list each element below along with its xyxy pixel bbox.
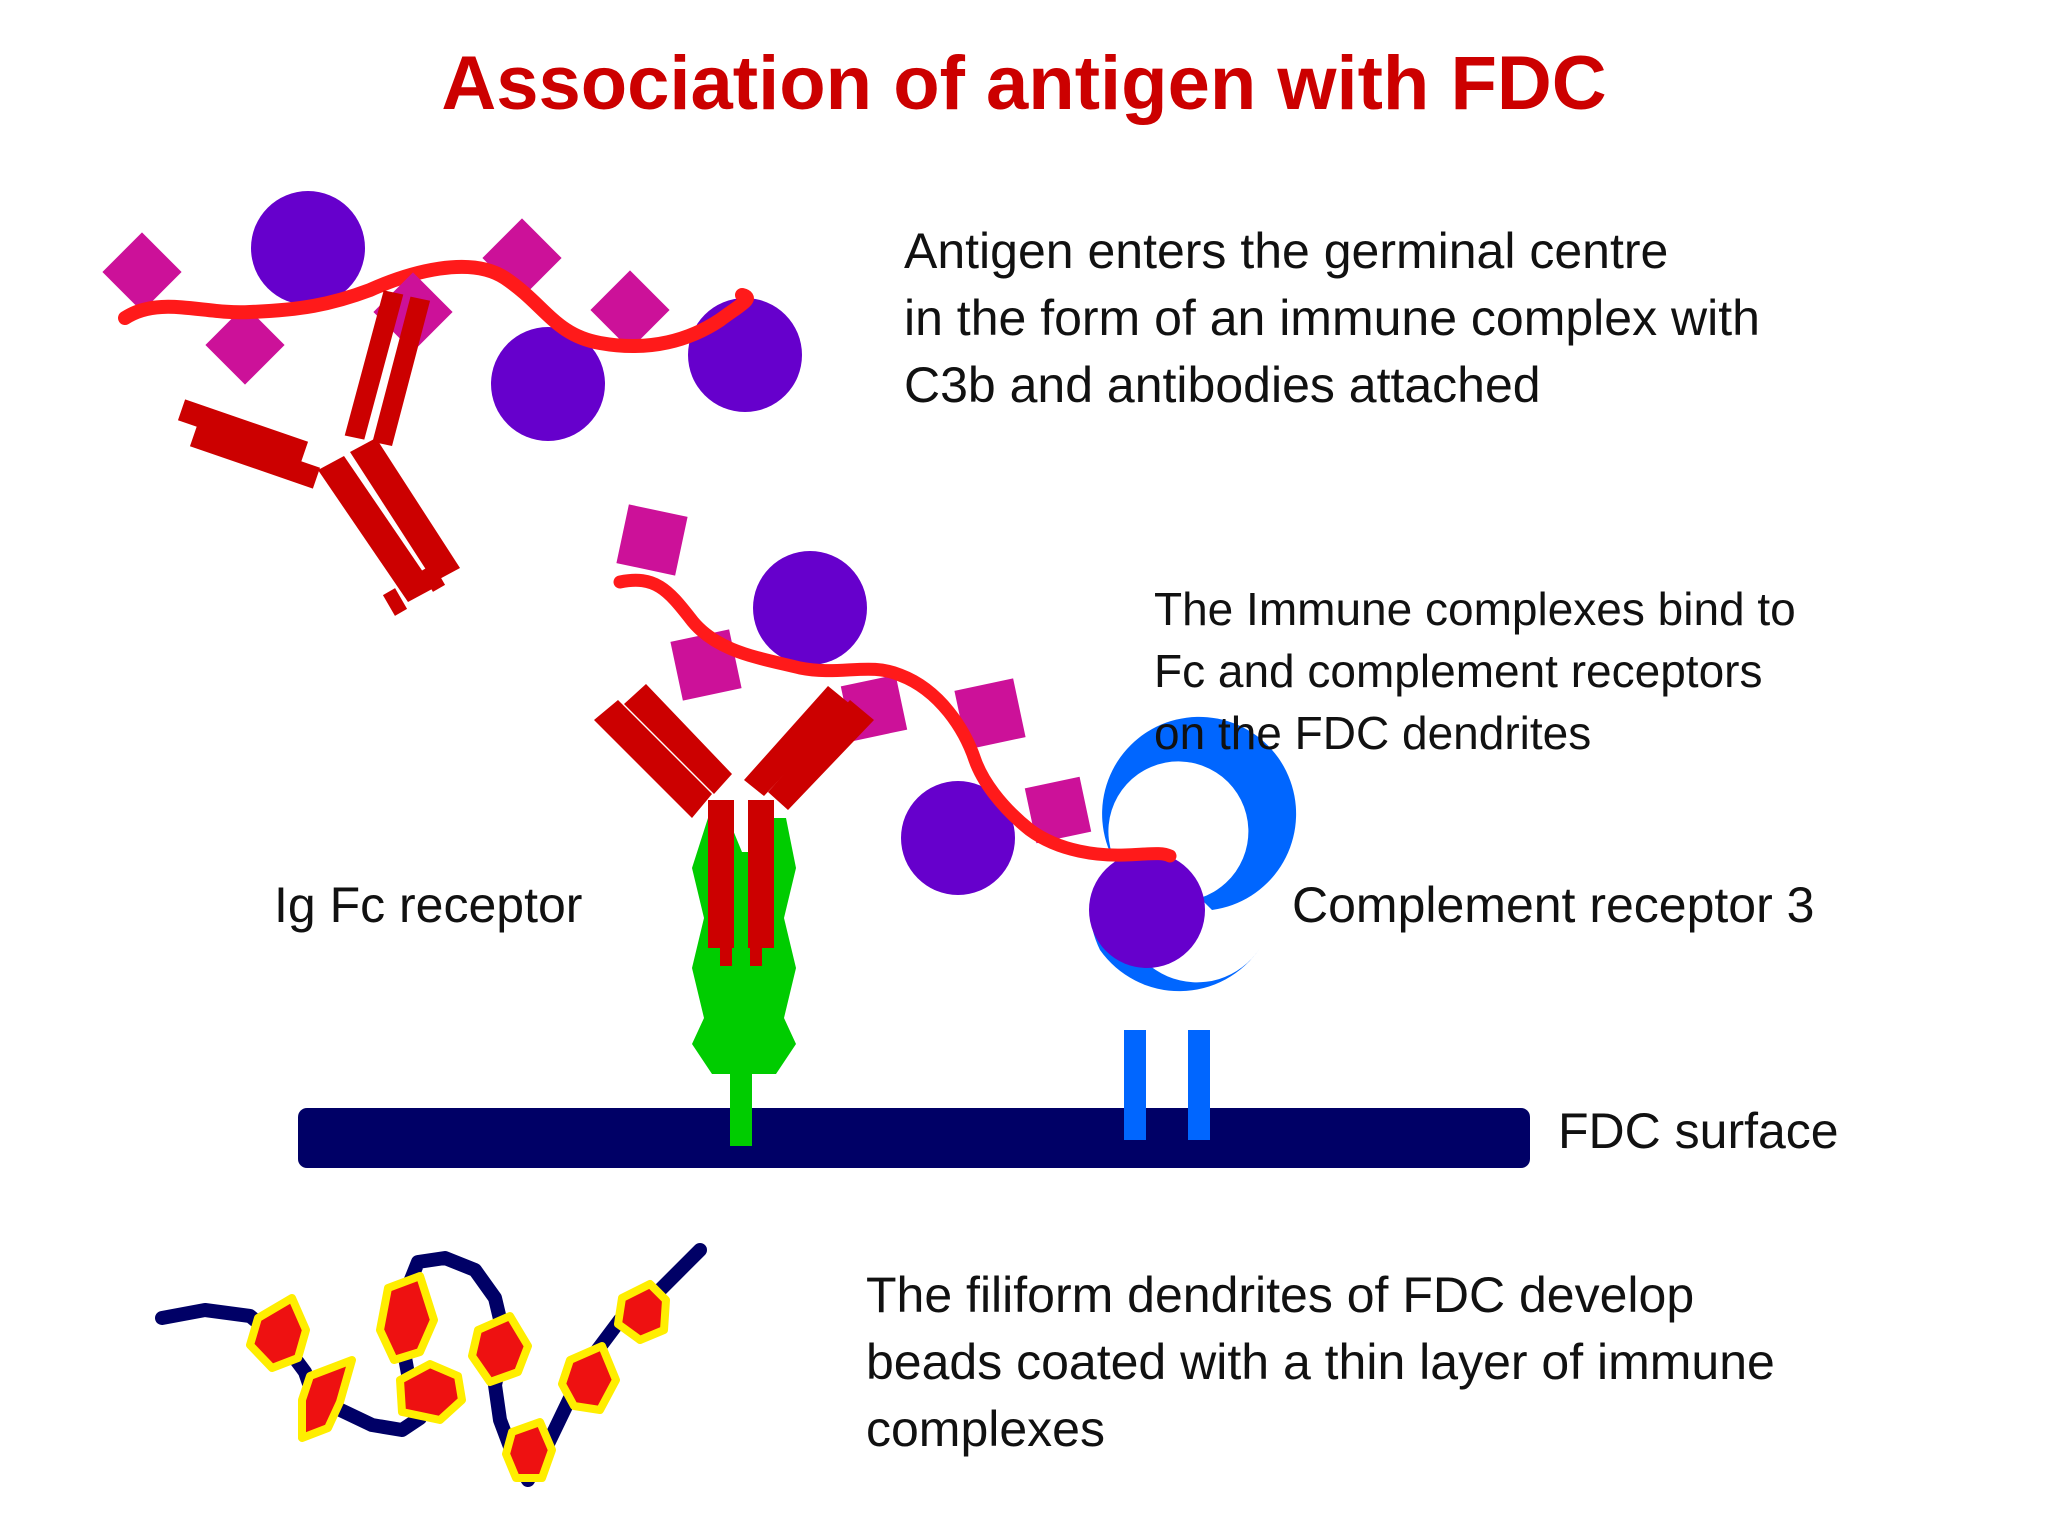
c3b-bound-to-cr3 <box>1089 852 1205 968</box>
ig-fc-receptor <box>692 818 796 1136</box>
caption-line: The filiform dendrites of FDC develop <box>866 1267 1695 1323</box>
caption-line: C3b and antibodies attached <box>904 357 1541 413</box>
free-immune-complex <box>102 191 802 616</box>
antibody-bound <box>594 684 874 966</box>
label-ig-fc-receptor: Ig Fc receptor <box>274 877 583 933</box>
epitope <box>205 305 285 385</box>
caption-binding: The Immune complexes bind to Fc and comp… <box>1154 578 1796 764</box>
bead <box>246 1294 310 1372</box>
label-complement-receptor-3: Complement receptor 3 <box>1292 877 1815 933</box>
antigen-strand <box>613 573 1177 863</box>
c3b-molecule <box>251 191 365 305</box>
c3b-molecule <box>491 327 605 441</box>
c3b-molecule <box>688 298 802 412</box>
caption-line: Antigen enters the germinal centre <box>904 223 1669 279</box>
bead <box>614 1280 670 1344</box>
caption-line: Fc and complement receptors <box>1154 645 1763 697</box>
caption-line: The Immune complexes bind to <box>1154 583 1796 635</box>
epitope <box>616 504 688 576</box>
bead <box>298 1356 356 1442</box>
page-title: Association of antigen with FDC <box>441 41 1607 126</box>
c3b-molecule <box>901 781 1015 895</box>
epitope <box>954 678 1026 750</box>
bead <box>396 1360 466 1424</box>
caption-line: complexes <box>866 1401 1105 1457</box>
bound-immune-complex <box>594 504 1297 1140</box>
bead <box>468 1312 532 1386</box>
epitope <box>102 232 182 312</box>
cr3-stem <box>1124 1100 1146 1140</box>
cr3-stem <box>1188 1100 1210 1140</box>
label-fdc-surface: FDC surface <box>1558 1103 1839 1159</box>
antibody-free <box>177 290 460 616</box>
bead <box>376 1272 438 1364</box>
caption-line: in the form of an immune complex with <box>904 290 1760 346</box>
caption-line: beads coated with a thin layer of immune <box>866 1334 1775 1390</box>
bead <box>558 1342 620 1414</box>
fdc-surface-bar <box>298 1108 1530 1168</box>
immune-complex-beads <box>246 1272 670 1482</box>
caption-line: on the FDC dendrites <box>1154 707 1592 759</box>
epitope <box>1024 776 1092 844</box>
antigen-strand <box>118 259 754 354</box>
caption-beads: The filiform dendrites of FDC develop be… <box>866 1262 1775 1463</box>
bead <box>502 1418 556 1482</box>
c3b-molecule <box>753 551 867 665</box>
fc-receptor-stem <box>730 1100 752 1146</box>
caption-antigen-entry: Antigen enters the germinal centre in th… <box>904 218 1760 419</box>
